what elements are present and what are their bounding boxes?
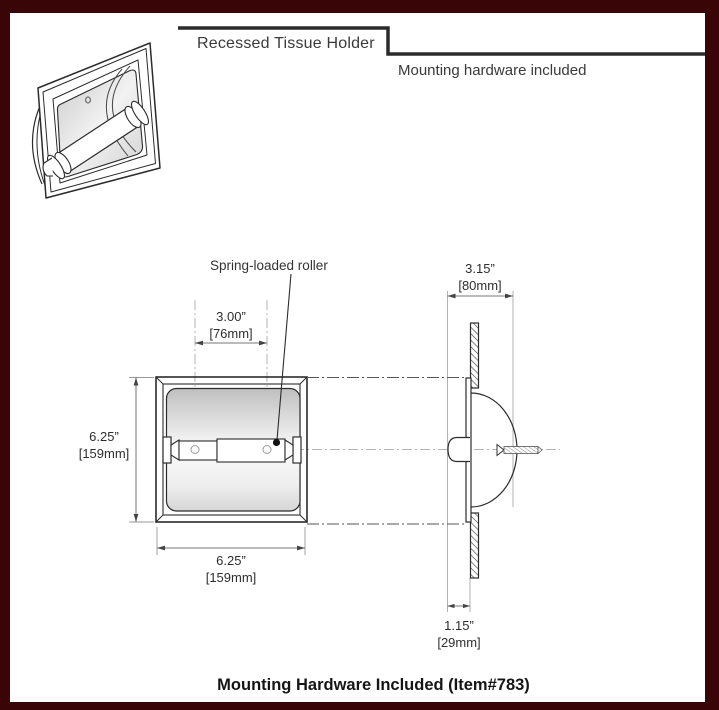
dimension-inches: 3.15” [465, 261, 495, 276]
dimension-mm: [159mm] [205, 570, 257, 586]
spring-roller-callout-label: Spring-loaded roller [210, 258, 328, 273]
dimension-inches: 6.25” [216, 553, 246, 568]
dimension-mm: [159mm] [78, 446, 130, 462]
mount-hole-left [190, 445, 200, 454]
dimension-inches: 3.00” [216, 309, 246, 324]
dimension-overall-depth: 3.15” [80mm] [444, 260, 516, 294]
dimensions [129, 293, 513, 609]
product-illustration [31, 42, 161, 199]
recess-housing-profile [447, 436, 470, 463]
dimension-recess-depth: 1.15” [29mm] [423, 617, 495, 651]
header-rule [178, 26, 705, 56]
dimension-mm: [80mm] [458, 278, 502, 294]
dimension-mm: [76mm] [209, 326, 253, 342]
callout-dot [272, 438, 281, 447]
dimension-inches: 1.15” [444, 618, 474, 633]
front-view [155, 273, 308, 523]
dimension-hole-spacing: 3.00” [76mm] [195, 308, 267, 342]
dimension-inches: 6.25” [89, 429, 119, 444]
side-view [447, 322, 543, 579]
wall-section-lower [469, 512, 480, 579]
wall-section-upper [469, 322, 480, 389]
footer-caption: Mounting Hardware Included (Item#783) [217, 676, 530, 694]
subtitle-note: Mounting hardware included [398, 62, 587, 79]
projection-lines [307, 377, 466, 525]
mounting-screw [496, 443, 543, 457]
callout-leader [276, 273, 292, 441]
dimension-height: 6.25” [159mm] [60, 428, 148, 462]
spring-loaded-roller [170, 438, 294, 463]
dimension-width: 6.25” [159mm] [157, 552, 305, 586]
mount-hole-right [262, 445, 272, 454]
page-title: Recessed Tissue Holder [197, 35, 375, 52]
dimension-mm: [29mm] [437, 635, 481, 651]
